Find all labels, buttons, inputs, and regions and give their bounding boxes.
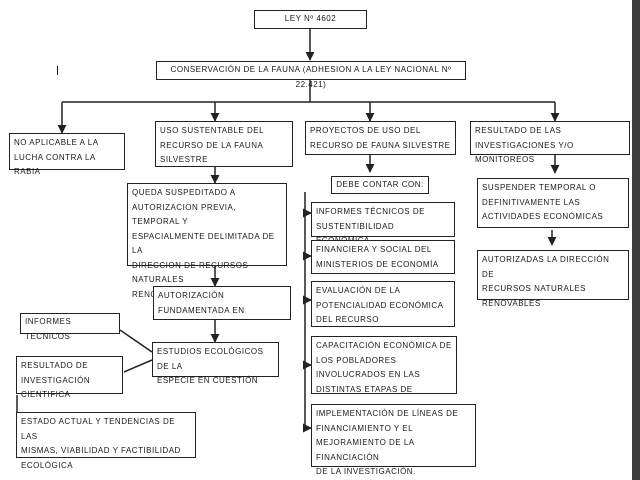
node-informes-tecnicos: INFORMES TECNICOS — [20, 313, 120, 341]
node-uso-sustentable: USO SUSTENTABLE DEL RECURSO DE LA FAUNA … — [155, 121, 293, 167]
node-informes-tecnicos-sust: INFORMES TÉCNICOS DE SUSTENTIBILIDAD ECO… — [311, 202, 455, 245]
node-no-aplicable: NO APLICABLE A LA LUCHA CONTRA LA RABIA — [9, 133, 125, 176]
node-suspender: SUSPENDER TEMPORAL O DEFINITIVAMENTE LAS… — [477, 178, 629, 228]
node-estado-actual: ESTADO ACTUAL Y TENDENCIAS DE LAS MISMAS… — [16, 412, 196, 470]
text-cursor — [57, 66, 58, 75]
node-queda-supeditado: QUEDA SUSPEDITADO A AUTORIZACION PREVIA,… — [127, 183, 287, 299]
node-autorizacion: AUTORIZACIÓN FUNDAMENTADA EN — [153, 286, 291, 320]
node-capacitacion: CAPACITACIÓN ECONÓMICA DE LOS POBLADORES… — [311, 336, 457, 394]
node-estudios: ESTUDIOS ECOLÓGICOS DE LA ESPECIE EN CUE… — [152, 342, 279, 385]
edge-estudios-informes — [119, 329, 153, 353]
node-evaluacion: EVALUACIÓN DE LA POTENCIALIDAD ECONÓMICA… — [311, 281, 455, 327]
node-implementacion: IMPLEMENTACIÓN DE LÍNEAS DE FINANCIAMIEN… — [311, 404, 476, 476]
window-edge — [632, 0, 640, 480]
node-proyectos: PROYECTOS DE USO DEL RECURSO DE FAUNA SI… — [305, 121, 456, 155]
node-debe-contar: DEBE CONTAR CON: — [331, 176, 429, 194]
node-conservacion: CONSERVACIÓN DE LA FAUNA (ADHESION A LA … — [156, 61, 466, 89]
node-ley: LEY Nº 4602 — [254, 10, 367, 29]
node-resultado-investigacion: RESULTADO DE INVESTIGACIÓN CIENTIFICA — [16, 356, 123, 399]
node-autorizadas: AUTORIZADAS LA DIRECCIÓN DE RECURSOS NAT… — [477, 250, 629, 308]
edge-estudios-resultado — [123, 359, 153, 373]
node-financiera-social: FINANCIERA Y SOCIAL DEL MINISTERIOS DE E… — [311, 240, 455, 274]
node-resultado-investigaciones: RESULTADO DE LAS INVESTIGACIONES Y/O MON… — [470, 121, 630, 164]
